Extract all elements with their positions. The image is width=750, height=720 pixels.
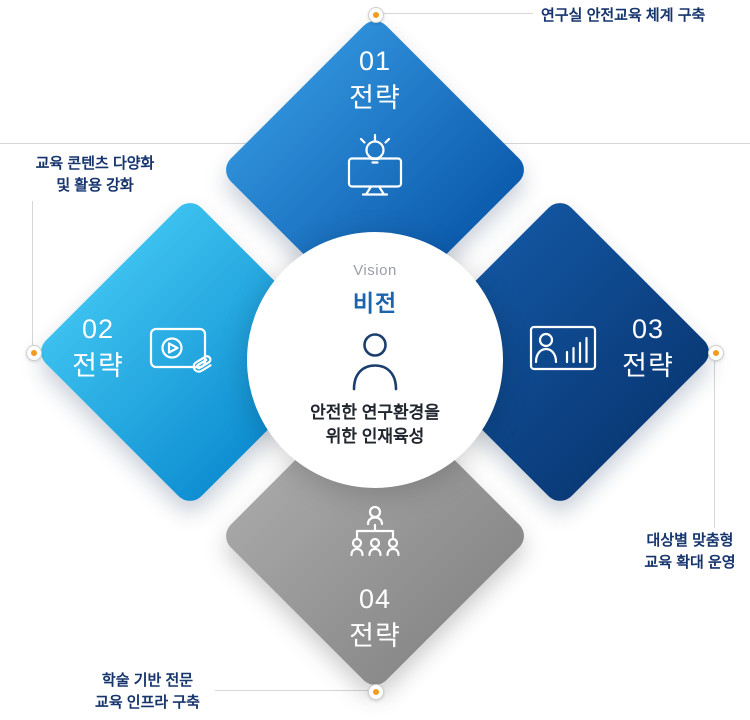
leader-line-left: [32, 201, 33, 345]
leader-line-top: [382, 13, 533, 14]
leader-line-bottom: [215, 690, 368, 691]
vertex-dot-left: [26, 345, 42, 361]
diamond-02-number: 02: [81, 314, 115, 344]
vision-ko-label: 비전: [352, 290, 398, 316]
vision-en-label: Vision: [353, 262, 397, 279]
vertex-dot-top: [368, 7, 384, 23]
callout-left-line1: 교육 콘텐츠 다양화: [35, 155, 155, 172]
lightbulb-screen-icon: [343, 133, 407, 203]
diamond-01-number: 01: [358, 46, 392, 76]
video-clip-icon: [148, 322, 222, 380]
diamond-02-label: 전략: [72, 351, 124, 381]
diamond-01-label: 전략: [349, 83, 401, 113]
callout-left-line2: 및 활용 강화: [56, 176, 134, 194]
callout-right-line2: 교육 확대 운영: [644, 553, 736, 571]
vision-statement: 안전한 연구환경을 위한 인재육성: [247, 401, 503, 449]
callout-right-line1: 대상별 맞춤형: [646, 532, 734, 549]
callout-top: 연구실 안전교육 체계 구축: [541, 7, 706, 24]
leader-line-right: [714, 359, 715, 528]
callout-right: 대상별 맞춤형 교육 확대 운영: [625, 530, 750, 574]
diamond-03-label: 전략: [622, 351, 674, 381]
diamond-04-label: 전략: [349, 621, 401, 651]
callout-bottom: 학술 기반 전문 교육 인프라 구축: [70, 670, 225, 714]
diamond-03-number: 03: [631, 314, 665, 344]
person-icon: [347, 331, 403, 397]
callout-bottom-line1: 학술 기반 전문: [101, 672, 194, 689]
callout-left: 교육 콘텐츠 다양화 및 활용 강화: [15, 153, 175, 197]
presenter-chart-icon: [528, 322, 600, 378]
callout-bottom-line2: 교육 인프라 구축: [95, 693, 200, 711]
vision-statement-line2: 위한 인재육성: [325, 426, 425, 446]
diamond-04-number: 04: [358, 584, 392, 614]
vision-circle: [247, 232, 503, 488]
org-chart-icon: [345, 505, 405, 563]
vertex-dot-right: [708, 345, 724, 361]
vision-statement-line1: 안전한 연구환경을: [310, 403, 440, 422]
vertex-dot-bottom: [368, 684, 384, 700]
